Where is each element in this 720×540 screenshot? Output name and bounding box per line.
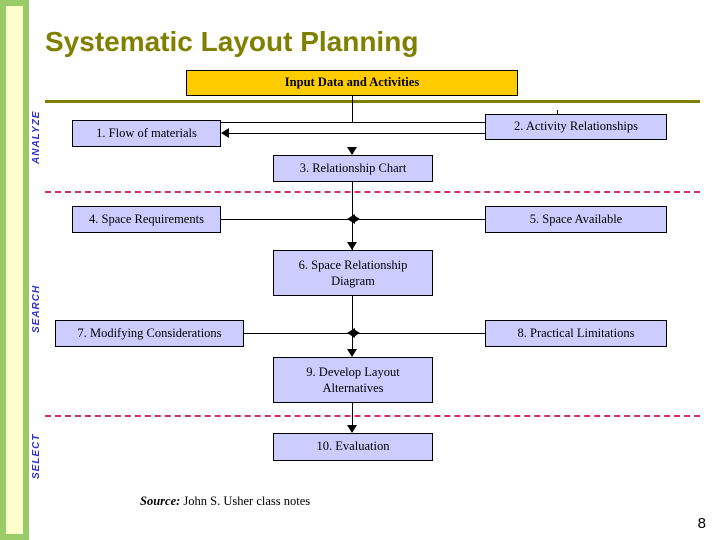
phase-label-search: SEARCH [31,284,42,334]
arrow-left-row7 [347,328,355,338]
phase-label-select: SELECT [31,433,42,479]
connector-header-to-row1 [352,96,353,123]
box-step-9-develop-layout-alternatives[interactable]: 9. Develop Layout Alternatives [273,357,433,403]
box-step-6-space-relationship-diagram[interactable]: 6. Space Relationship Diagram [273,250,433,296]
arrow-down-to-step3 [347,147,357,155]
arrow-down-to-step9 [347,349,357,357]
connector-step9-to-step10 [352,403,353,432]
phase-label-analyze: ANALYZE [31,110,42,164]
arrow-right-row7 [352,328,360,338]
connector-step7-step8 [244,333,485,334]
box-step-10-evaluation[interactable]: 10. Evaluation [273,433,433,461]
source-label: Source: [140,494,181,508]
left-band-inner [6,6,23,534]
divider-analyze-search [45,191,700,193]
box-step-4-space-requirements[interactable]: 4. Space Requirements [72,206,221,233]
divider-search-select [45,415,700,417]
page-number: 8 [697,515,706,532]
box-step-1-flow-of-materials[interactable]: 1. Flow of materials [72,120,221,147]
header-divider-rule [45,100,700,103]
arrow-left-row4 [347,214,355,224]
arrow-down-to-step6 [347,242,357,250]
box-step-5-space-available[interactable]: 5. Space Available [485,206,667,233]
arrow-left-into-step1 [221,128,229,138]
box-step-8-practical-limitations[interactable]: 8. Practical Limitations [485,320,667,347]
box-input-data-and-activities[interactable]: Input Data and Activities [186,70,518,96]
box-step-3-relationship-chart[interactable]: 3. Relationship Chart [273,155,433,182]
arrow-down-to-step10 [347,425,357,433]
left-color-band [0,0,29,540]
connector-step6-to-step9 [352,296,353,356]
connector-step3-to-step6 [352,182,353,250]
source-text: John S. Usher class notes [180,494,311,508]
box-step-2-activity-relationships[interactable]: 2. Activity Relationships [485,114,667,140]
connector-row1-horizontal [146,122,558,123]
page-title: Systematic Layout Planning [45,26,419,57]
arrow-right-row4 [352,214,360,224]
source-note: Source: John S. Usher class notes [140,494,310,509]
box-step-7-modifying-considerations[interactable]: 7. Modifying Considerations [55,320,244,347]
connector-step2-to-step1 [229,133,485,134]
